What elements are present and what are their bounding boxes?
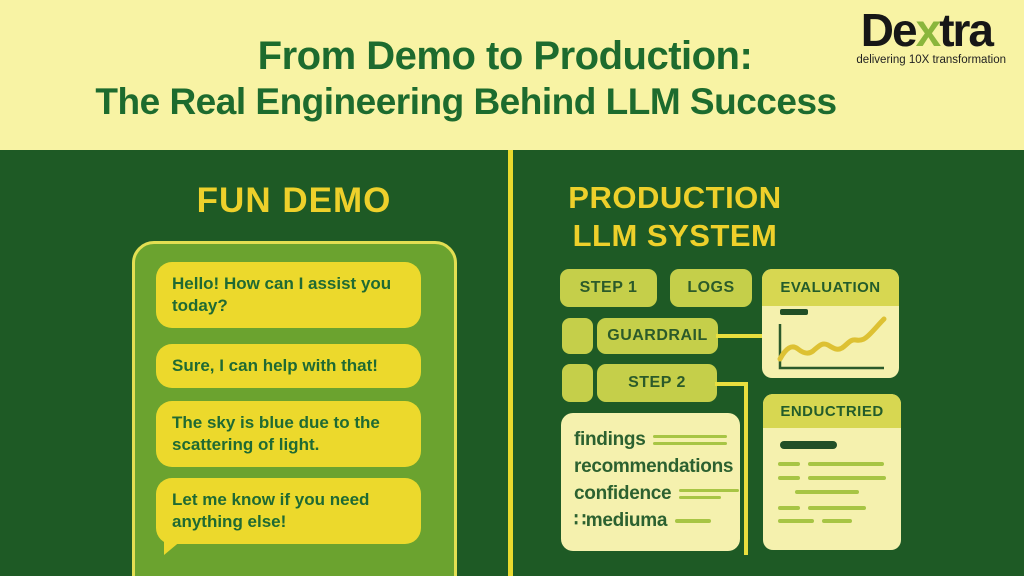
step1-box: STEP 1 — [560, 269, 657, 307]
redacted-lines-icon — [778, 462, 901, 466]
redacted-lines-icon — [778, 476, 901, 480]
chat-bubble-text: Let me know if you need anything else! — [172, 490, 370, 532]
report-label: ∷mediuma — [574, 510, 668, 531]
chat-bubble: Sure, I can help with that! — [156, 344, 421, 389]
redacted-lines-icon — [778, 506, 901, 510]
report-row-recommendations: recommendations — [574, 453, 740, 480]
guardrail-box: GUARDRAIL — [597, 318, 718, 354]
evaluation-trend-chart — [762, 306, 899, 378]
main-title-line1: From Demo to Production: — [257, 34, 753, 78]
redacted-lines-icon — [653, 434, 728, 445]
logs-box: LOGS — [670, 269, 752, 307]
logo-text-accent: x — [915, 4, 942, 56]
chat-bubble: Let me know if you need anything else! — [156, 478, 421, 556]
chat-window: Hello! How can I assist you today? Sure,… — [132, 241, 457, 576]
fun-demo-heading: FUN DEMO — [196, 181, 392, 220]
report-row-findings: findings — [574, 426, 740, 453]
report-row-confidence: confidence — [574, 480, 740, 507]
connector-step2-vertical — [744, 382, 748, 555]
redacted-lines-icon — [679, 488, 740, 499]
dark-bar-icon — [780, 441, 837, 449]
step2-box: STEP 2 — [597, 364, 717, 402]
logo-text-after: tra — [939, 4, 994, 56]
connector-guardrail-evaluation — [716, 334, 764, 338]
inductried-card-title: ENDUCTRIED — [763, 394, 901, 428]
chat-bubble: Hello! How can I assist you today? — [156, 262, 421, 329]
guardrail-node — [562, 318, 593, 354]
production-heading: PRODUCTION LLM SYSTEM — [549, 179, 801, 255]
report-row-medium: ∷mediuma — [574, 507, 740, 534]
report-label: confidence — [574, 482, 672, 504]
report-card: findings recommendations confidence ∷med… — [561, 413, 740, 551]
production-heading-line1: PRODUCTION — [568, 180, 782, 215]
redacted-lines-icon — [778, 519, 901, 523]
header-band: From Demo to Production: The Real Engine… — [0, 0, 1024, 150]
redacted-line-icon — [675, 518, 712, 523]
panel-divider — [508, 150, 513, 576]
report-label: recommendations — [574, 455, 734, 477]
production-heading-line2: LLM SYSTEM — [572, 218, 778, 253]
dextra-logo: Dextra delivering 10X transformation — [810, 5, 1014, 66]
sparkline-chart-icon — [777, 309, 887, 370]
main-title-line2: The Real Engineering Behind LLM Success — [95, 81, 837, 122]
logo-tagline: delivering 10X transformation — [856, 54, 1006, 66]
chat-bubble: The sky is blue due to the scattering of… — [156, 401, 421, 468]
step2-node — [562, 364, 593, 402]
connector-step2-horizontal — [715, 382, 748, 386]
evaluation-card-title: EVALUATION — [762, 269, 899, 306]
inductried-card-body — [763, 441, 901, 523]
evaluation-card: EVALUATION — [762, 269, 899, 378]
dextra-wordmark: Dextra — [810, 5, 1006, 55]
redacted-lines-icon — [795, 490, 901, 494]
inductried-card: ENDUCTRIED — [763, 394, 901, 550]
report-label: findings — [574, 428, 646, 450]
logo-text-before: De — [860, 4, 918, 56]
bubble-tail — [164, 540, 182, 556]
